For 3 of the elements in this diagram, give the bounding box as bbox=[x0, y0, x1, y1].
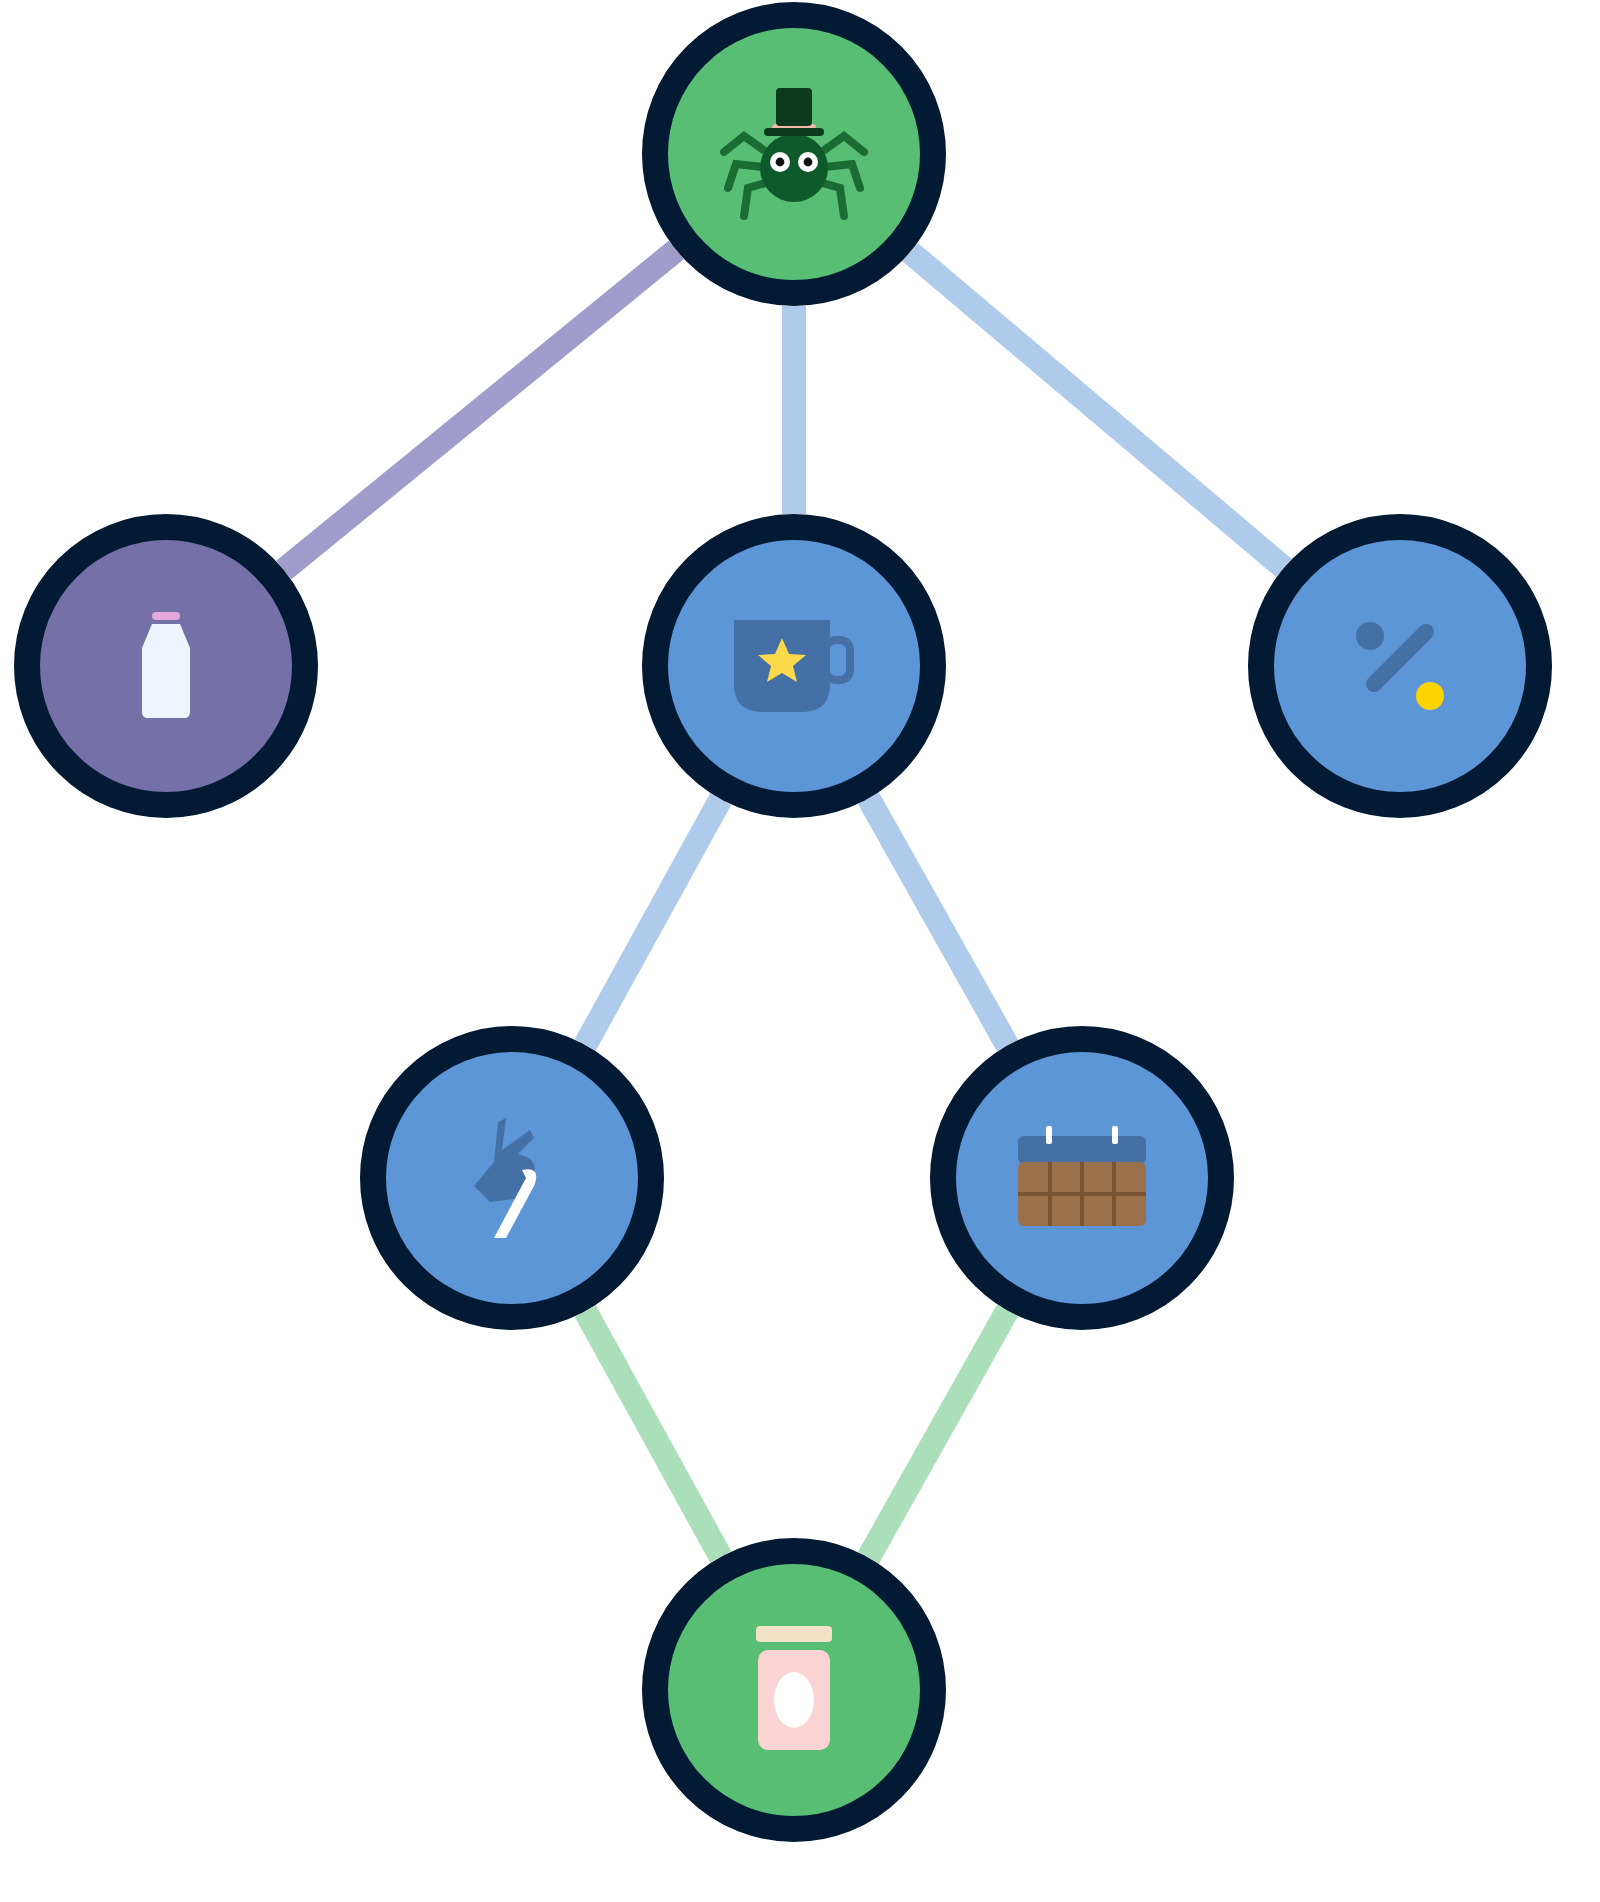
connector-line bbox=[276, 240, 684, 580]
connector-line bbox=[902, 242, 1292, 578]
connector-line bbox=[782, 306, 806, 514]
